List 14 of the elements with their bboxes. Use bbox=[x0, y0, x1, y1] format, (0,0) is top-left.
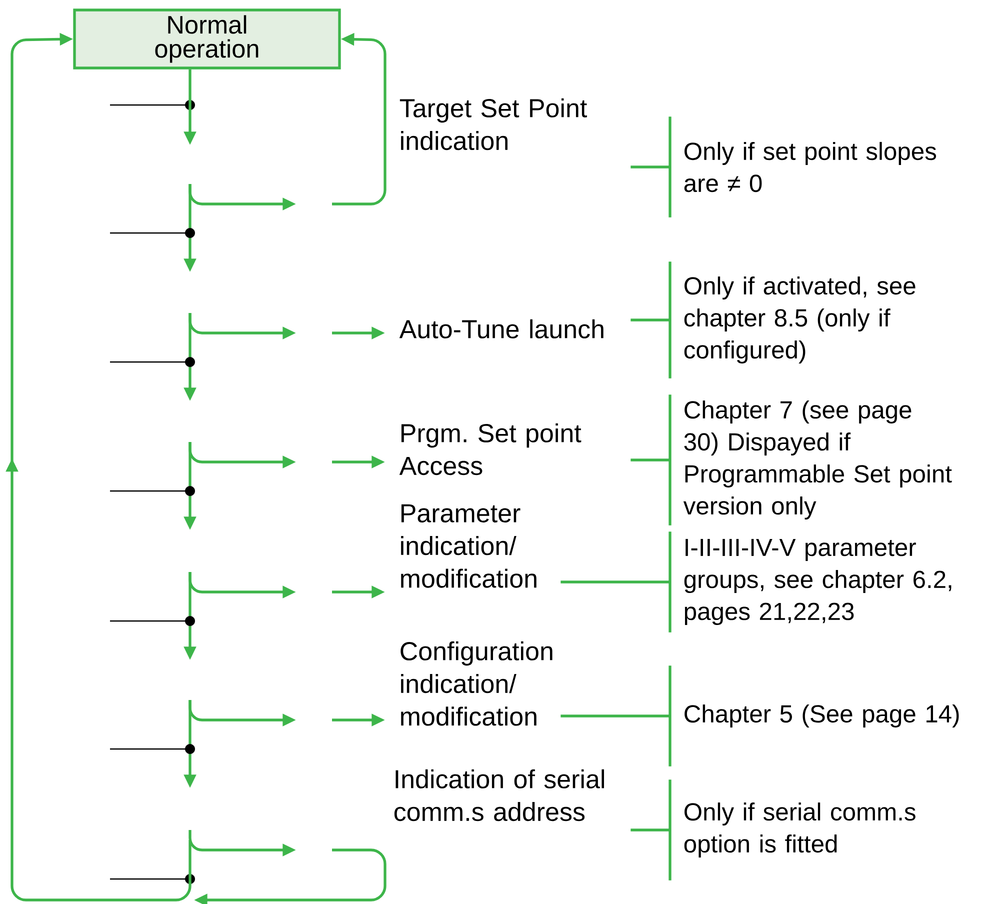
bracket-note: Only if serial comm.s option is fitted bbox=[668, 780, 916, 880]
step-label: Target Set Point indication bbox=[400, 98, 587, 150]
bracket-note: Only if set point slopes are ≠ 0 bbox=[668, 116, 936, 218]
step-label: Prgm. Set point Access bbox=[399, 423, 582, 476]
bracket-note: Chapter 7 (see page 30) Dispayed if Programmable Set point version only bbox=[668, 394, 952, 526]
process-box: Normal operation bbox=[73, 8, 341, 70]
bracket-note: Only if activated, see chapter 8.5 (only if configured) bbox=[668, 262, 916, 378]
bracket-note: I-II-III-IV-V parameter groups, see chapter 6.2, pages 21,22,23 bbox=[668, 532, 952, 632]
step-label: Indication of serial comm.s address bbox=[394, 769, 604, 822]
step-label: Configuration indication/ modification bbox=[400, 641, 552, 726]
step-label: Auto-Tune launch bbox=[399, 319, 604, 338]
bracket-note: Chapter 5 (See page 14) bbox=[668, 666, 959, 766]
step-label: Parameter indication/ modification bbox=[401, 504, 536, 588]
arrow bbox=[6, 32, 192, 902]
